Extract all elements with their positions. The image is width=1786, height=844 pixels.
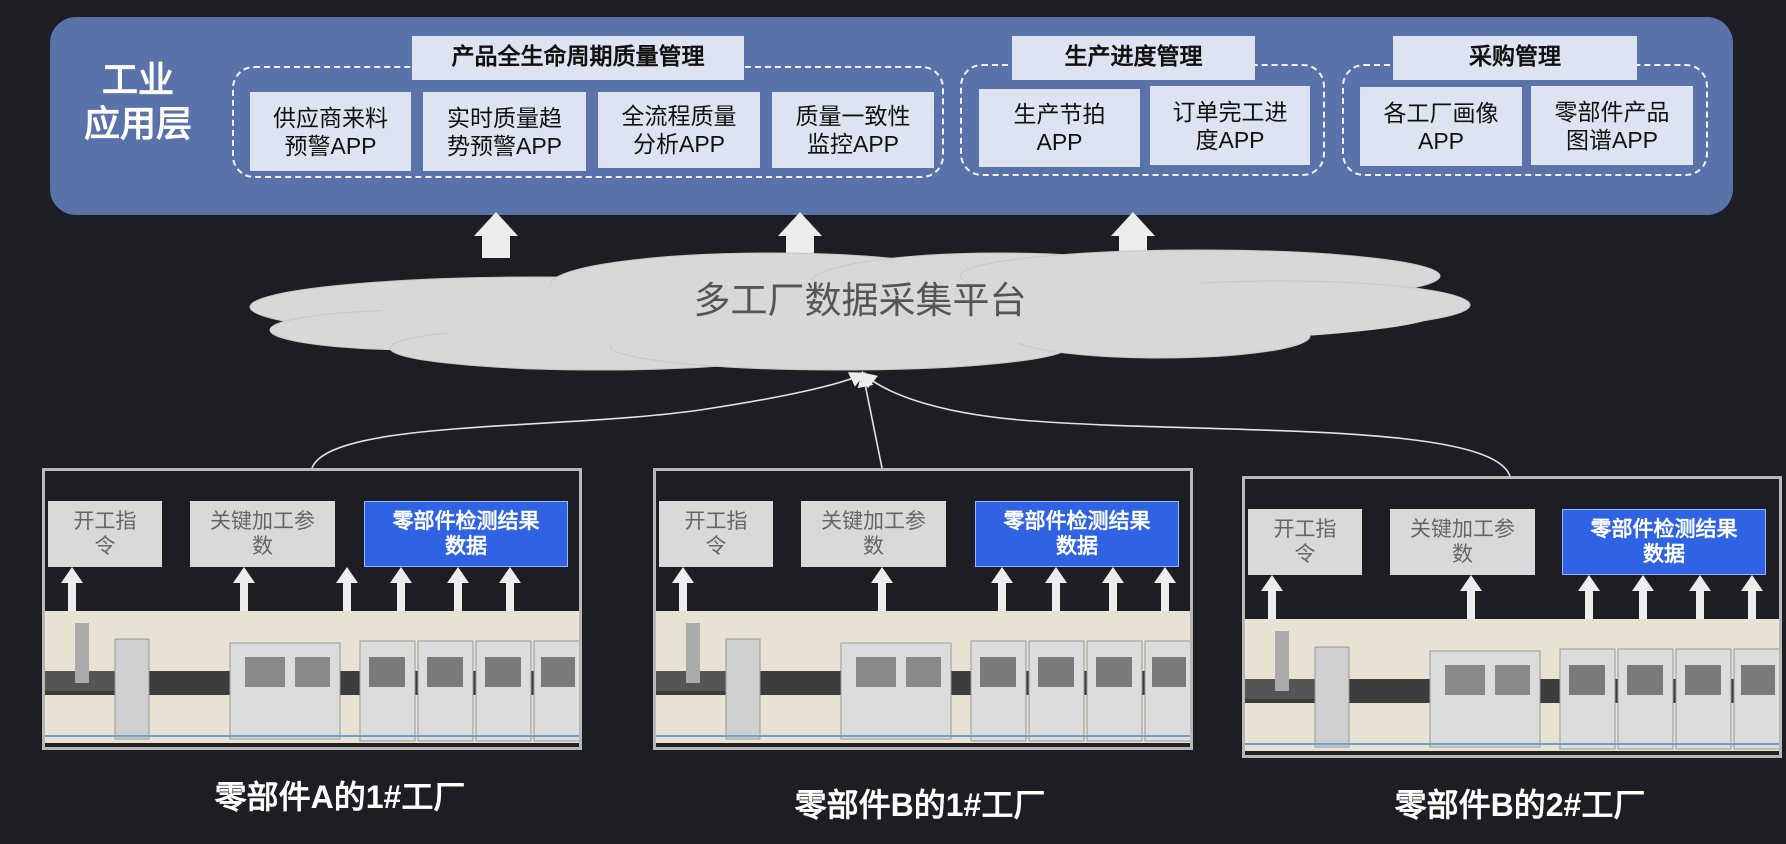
inspection-result-box: 零部件检测结果 数据: [1562, 509, 1766, 575]
factory-panel: 开工指 令 关键加工参 数 零部件检测结果 数据: [42, 468, 582, 750]
start-instruction-box: 开工指 令: [1248, 509, 1362, 575]
inspection-result-box: 零部件检测结果 数据: [364, 501, 568, 567]
group-title-procurement: 采购管理: [1393, 36, 1637, 80]
production-line-illustration: [1245, 575, 1779, 755]
production-line-illustration: [656, 567, 1190, 747]
app-parts-graph[interactable]: 零部件产品 图谱APP: [1531, 86, 1693, 165]
start-instruction-box: 开工指 令: [659, 501, 773, 567]
platform-label: 多工厂数据采集平台: [693, 280, 1027, 321]
data-collection-cloud: [249, 249, 1471, 371]
app-full-process-analysis[interactable]: 全流程质量 分析APP: [598, 92, 760, 168]
app-factory-profile[interactable]: 各工厂画像 APP: [1360, 87, 1522, 166]
start-instruction-box: 开工指 令: [48, 501, 162, 567]
process-params-box: 关键加工参 数: [190, 501, 335, 567]
app-production-takt[interactable]: 生产节拍 APP: [979, 89, 1140, 167]
up-arrow-icon: [778, 212, 822, 255]
factory-label: 零部件B的1#工厂: [794, 787, 1046, 823]
app-quality-trend-warning[interactable]: 实时质量趋 势预警APP: [423, 92, 586, 171]
factory-connection-lines: [311, 370, 1511, 477]
group-title-production: 生产进度管理: [1012, 36, 1255, 80]
process-params-box: 关键加工参 数: [1390, 509, 1535, 575]
app-order-completion[interactable]: 订单完工进 度APP: [1150, 86, 1310, 165]
factory-panel: 开工指 令 关键加工参 数 零部件检测结果 数据: [1242, 476, 1782, 758]
process-params-box: 关键加工参 数: [801, 501, 946, 567]
factory-label: 零部件B的2#工厂: [1394, 787, 1646, 823]
app-consistency-monitoring[interactable]: 质量一致性 监控APP: [772, 92, 934, 168]
up-arrow-icon: [474, 212, 518, 258]
factory-panel: 开工指 令 关键加工参 数 零部件检测结果 数据: [653, 468, 1193, 750]
up-arrow-icon: [1111, 212, 1155, 254]
factory-label: 零部件A的1#工厂: [214, 779, 466, 815]
production-line-illustration: [45, 567, 579, 747]
inspection-result-box: 零部件检测结果 数据: [975, 501, 1179, 567]
app-supplier-warning[interactable]: 供应商来料 预警APP: [250, 92, 411, 171]
layer-title: 工业 应用层: [83, 59, 192, 144]
group-title-quality: 产品全生命周期质量管理: [412, 36, 744, 80]
